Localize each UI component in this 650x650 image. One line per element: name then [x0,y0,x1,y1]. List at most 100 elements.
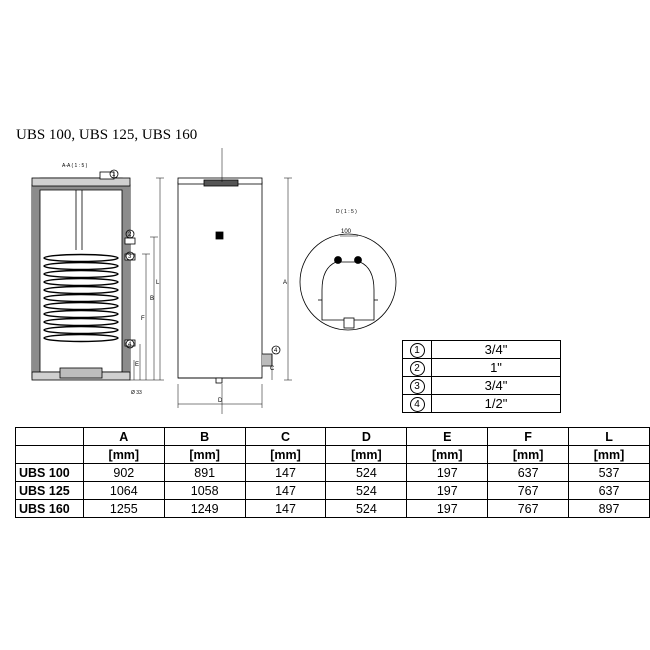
dim-label-f: F [141,316,145,322]
callout-4: 4 [128,342,132,348]
bottom-drain [215,377,223,384]
callout-1: 1 [112,172,116,178]
callout-3: 3 [128,254,132,260]
dimension-value: 524 [325,499,408,518]
dim-label-a: A [283,280,287,286]
dimension-value: 902 [82,463,165,482]
col-unit: [mm] [163,445,246,464]
connection-row: 1 3/4" [402,340,561,359]
callout-2: 2 [128,232,132,238]
dim-label-b: B [150,296,154,302]
col-header: B [163,427,246,446]
page-title: UBS 100, UBS 125, UBS 160 [16,127,198,143]
top-cover [31,177,131,187]
detail-flange [321,261,375,321]
dimension-value: 147 [244,481,327,500]
dimension-value: 767 [487,499,570,518]
connection-row: 2 1" [402,358,561,377]
dimension-value: 891 [163,463,246,482]
front-view: 4 A C D [177,148,292,414]
dimension-value: 197 [406,463,489,482]
connection-number-circle: 4 [409,397,425,412]
dim-label-d: D [218,398,223,404]
connection-row: 3 3/4" [402,376,561,395]
model-name: UBS 125 [15,481,84,500]
col-unit: [mm] [487,445,570,464]
col-unit: [mm] [568,445,650,464]
front-badge [215,231,224,240]
dimension-value: 1255 [82,499,165,518]
section-callouts [109,169,135,349]
dimension-value: 524 [325,481,408,500]
connections-table: 1 3/4" 2 1" 3 3/4" 4 1/2" [402,340,561,413]
detail-circle [299,233,397,331]
detail-label: D ( 1 : 5 ) [336,209,357,215]
connection-number: 3 [402,376,432,395]
col-header: L [568,427,650,446]
dim-label-l: L [156,280,160,286]
corner-cell [15,427,84,446]
col-unit: [mm] [406,445,489,464]
connection-number-circle: 1 [409,343,425,358]
dimension-value: 147 [244,463,327,482]
dimension-value: 897 [568,499,650,518]
col-header: A [82,427,165,446]
col-unit: [mm] [82,445,165,464]
model-name: UBS 160 [15,499,84,518]
connection-number-circle: 3 [409,379,425,394]
col-header: C [244,427,327,446]
dimension-value: 1249 [163,499,246,518]
dim-label-e: E [135,362,139,368]
dimension-value: 197 [406,499,489,518]
connection-number: 2 [402,358,432,377]
front-dimension-lines [177,148,292,414]
detail-view: D ( 1 : 5 ) 100 [299,209,397,331]
dim-label-dia: Ø 33 [131,390,142,396]
dimension-value: 1064 [82,481,165,500]
model-name: UBS 100 [15,463,84,482]
dimensions-header-letters: A B C D E F L [15,427,650,446]
connection-row: 4 1/2" [402,394,561,413]
connection-stub-2 [124,237,136,245]
connection-size: 3/4" [431,340,561,359]
technical-drawing: A-A ( 1 : 5 ) [31,148,397,414]
dimension-value: 1058 [163,481,246,500]
section-view: A-A ( 1 : 5 ) [31,163,164,396]
dimension-value: 147 [244,499,327,518]
side-fitting [262,353,273,367]
corner-cell [15,445,84,464]
connection-size: 1" [431,358,561,377]
connection-size: 1/2" [431,394,561,413]
dimension-value: 197 [406,481,489,500]
flange [59,367,103,379]
dimension-value: 637 [568,481,650,500]
dimension-value: 524 [325,463,408,482]
inner-tank [39,189,123,373]
dimension-value: 637 [487,463,570,482]
dimensions-table: A B C D E F L [mm] [mm] [mm] [mm] [mm] [… [15,427,650,518]
dim-label-100: 100 [341,229,352,235]
top-fitting [203,179,239,187]
dimension-value: 767 [487,481,570,500]
tank-body [177,181,263,379]
col-header: D [325,427,408,446]
section-label: A-A ( 1 : 5 ) [62,163,88,169]
dim-label-c: C [270,366,275,372]
connection-size: 3/4" [431,376,561,395]
section-dimension-lines [130,177,164,381]
col-unit: [mm] [325,445,408,464]
connection-number-circle: 2 [409,361,425,376]
col-header: F [487,427,570,446]
col-header: E [406,427,489,446]
front-callout-4: 4 [274,348,278,354]
connection-number: 4 [402,394,432,413]
connection-stub-1 [99,171,115,180]
dimensions-header-units: [mm] [mm] [mm] [mm] [mm] [mm] [mm] [15,445,650,464]
heating-coil [43,253,119,343]
connection-number: 1 [402,340,432,359]
col-unit: [mm] [244,445,327,464]
dimension-value: 537 [568,463,650,482]
